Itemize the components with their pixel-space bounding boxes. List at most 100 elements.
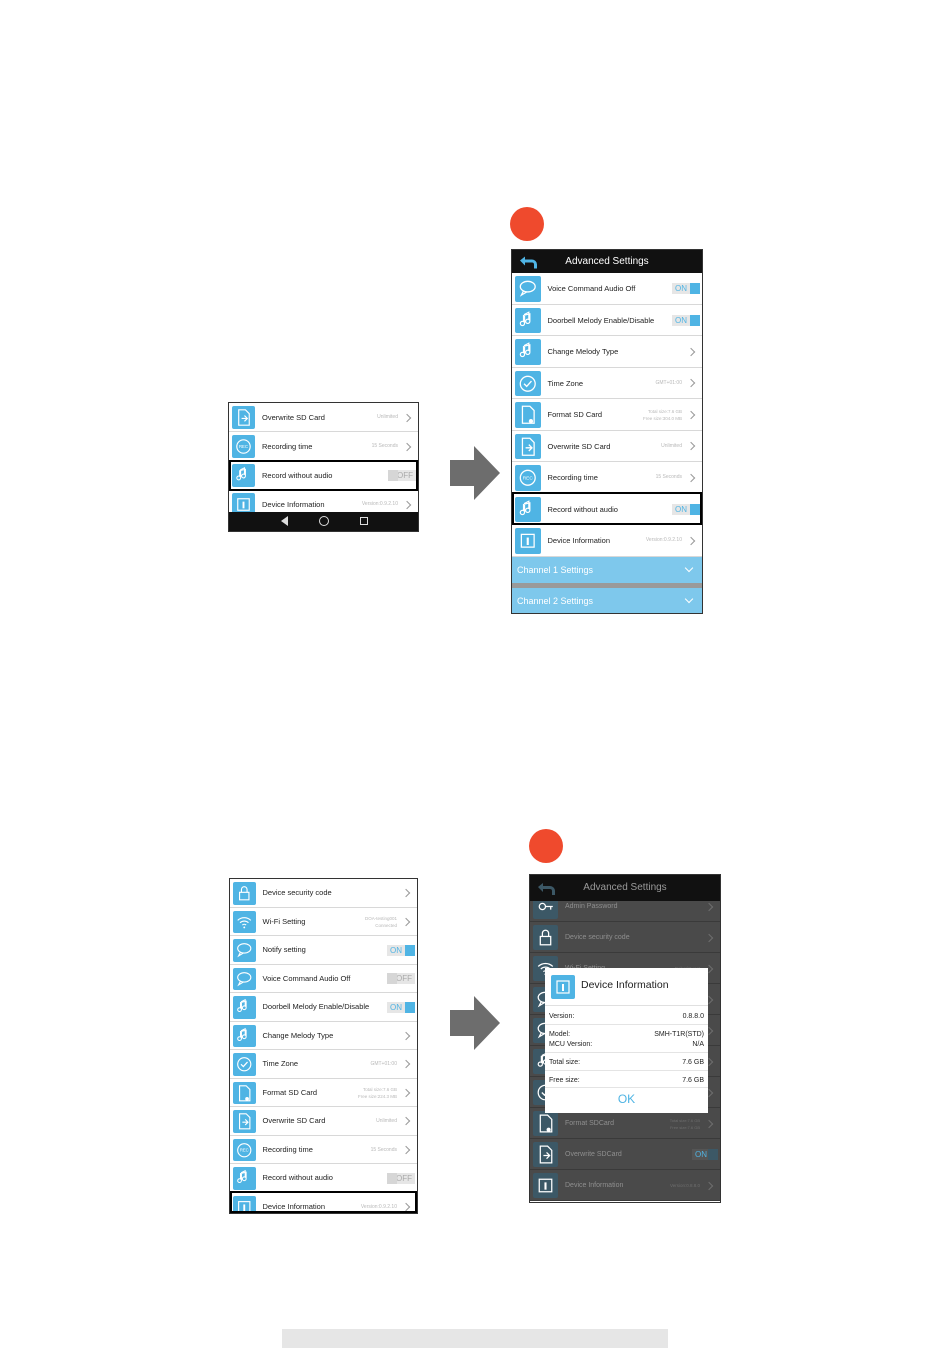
- ok-button[interactable]: OK: [617, 1092, 636, 1106]
- settings-row[interactable]: Voice Command Audio Off OFF: [230, 964, 417, 993]
- chevron-down-icon: [684, 594, 694, 604]
- dialog-field-value: 0.8.8.0: [682, 1013, 704, 1020]
- settings-row-label: Wi-Fi Setting: [262, 916, 306, 926]
- music-note-icon: [233, 1024, 256, 1047]
- toggle-state-label: OFF: [396, 974, 412, 984]
- nav-home-icon[interactable]: [319, 516, 329, 526]
- svg-text:REC: REC: [239, 444, 248, 449]
- settings-row-label: Overwrite SD Card: [262, 413, 325, 422]
- clock-check-icon: [515, 370, 541, 396]
- settings-row[interactable]: Change Melody Type: [230, 1021, 417, 1050]
- settings-row-label: Change Melody Type: [547, 347, 619, 356]
- toggle-knob: [405, 1001, 415, 1013]
- info-icon: [515, 528, 541, 554]
- settings-row-label: Time Zone: [547, 378, 584, 388]
- chevron-right-icon: [704, 902, 714, 911]
- channel-settings-bar[interactable]: Channel 2 Settings: [512, 588, 702, 613]
- settings-row-label: Admin Password: [565, 903, 618, 910]
- rec-timer-icon: REC: [515, 465, 541, 491]
- toggle-switch[interactable]: ON: [672, 314, 700, 326]
- wifi-icon: [233, 910, 256, 933]
- android-nav-bar: [229, 512, 418, 531]
- dialog-row-divider: [545, 1024, 708, 1025]
- toggle-knob: [387, 1172, 397, 1184]
- chevron-right-icon: [686, 442, 696, 451]
- step-marker-dot-2: [529, 829, 563, 863]
- svg-text:REC: REC: [523, 475, 534, 481]
- settings-row[interactable]: Device security code: [530, 922, 720, 953]
- settings-row-value-line: DOA-testing001: [364, 915, 397, 921]
- dialog-field-label: MCU Version:: [549, 1041, 593, 1048]
- toggle-knob: [690, 283, 700, 295]
- sd-card-overwrite-icon: [232, 406, 255, 429]
- settings-row-label: Format SD Card: [262, 1087, 318, 1097]
- settings-row-label: Voice Command Audio Off: [262, 973, 351, 983]
- toggle-switch[interactable]: ON: [692, 1149, 718, 1160]
- toggle-switch[interactable]: ON: [387, 1001, 415, 1013]
- toggle-state-label: ON: [675, 284, 687, 294]
- toggle-switch[interactable]: OFF: [388, 470, 416, 481]
- toggle-switch[interactable]: ON: [387, 944, 415, 956]
- settings-row-label: Overwrite SD Card: [547, 441, 611, 451]
- chevron-right-icon: [686, 379, 696, 388]
- toggle-state-label: ON: [675, 504, 687, 514]
- settings-row-value: Version:0.9.2.10: [645, 537, 682, 543]
- toggle-switch[interactable]: ON: [672, 503, 700, 515]
- nav-recent-icon[interactable]: [360, 517, 368, 525]
- settings-row-label: Change Melody Type: [262, 1030, 334, 1040]
- nav-back-icon[interactable]: [281, 516, 288, 526]
- sd-card-icon: [533, 1111, 558, 1136]
- settings-row-label: Doorbell Melody Enable/Disable: [262, 1002, 370, 1011]
- sd-card-icon: [233, 1081, 256, 1104]
- settings-row[interactable]: Doorbell Melody Enable/Disable ON: [230, 993, 417, 1022]
- channel-settings-label: Channel 2 Settings: [517, 596, 594, 606]
- toggle-switch[interactable]: ON: [672, 283, 700, 295]
- toggle-state-label: ON: [390, 1002, 402, 1012]
- info-icon: [233, 1195, 256, 1213]
- settings-row-value-line: Free size:224.3 MB: [357, 1093, 397, 1099]
- settings-row[interactable]: Device security code: [230, 879, 417, 908]
- dialog-field-value: 7.6 GB: [682, 1059, 704, 1066]
- back-arrow-icon[interactable]: [535, 879, 559, 899]
- music-note-icon: [515, 496, 541, 522]
- lock-icon: [233, 882, 256, 905]
- settings-row-value: 15 Seconds: [371, 443, 398, 449]
- clock-check-icon: [233, 1053, 256, 1076]
- settings-row-value-line: Total size:7.6 GB: [362, 1086, 397, 1092]
- dialog-field-label: Total size:: [549, 1059, 581, 1066]
- channel-settings-bar[interactable]: Channel 1 Settings: [512, 557, 702, 583]
- settings-row[interactable]: Change Melody Type: [512, 336, 702, 368]
- toggle-switch[interactable]: OFF: [387, 1172, 415, 1184]
- music-note-icon: [232, 464, 255, 487]
- toggle-switch[interactable]: OFF: [387, 973, 415, 985]
- header-title: Advanced Settings: [583, 882, 667, 893]
- back-arrow-icon[interactable]: [517, 254, 541, 271]
